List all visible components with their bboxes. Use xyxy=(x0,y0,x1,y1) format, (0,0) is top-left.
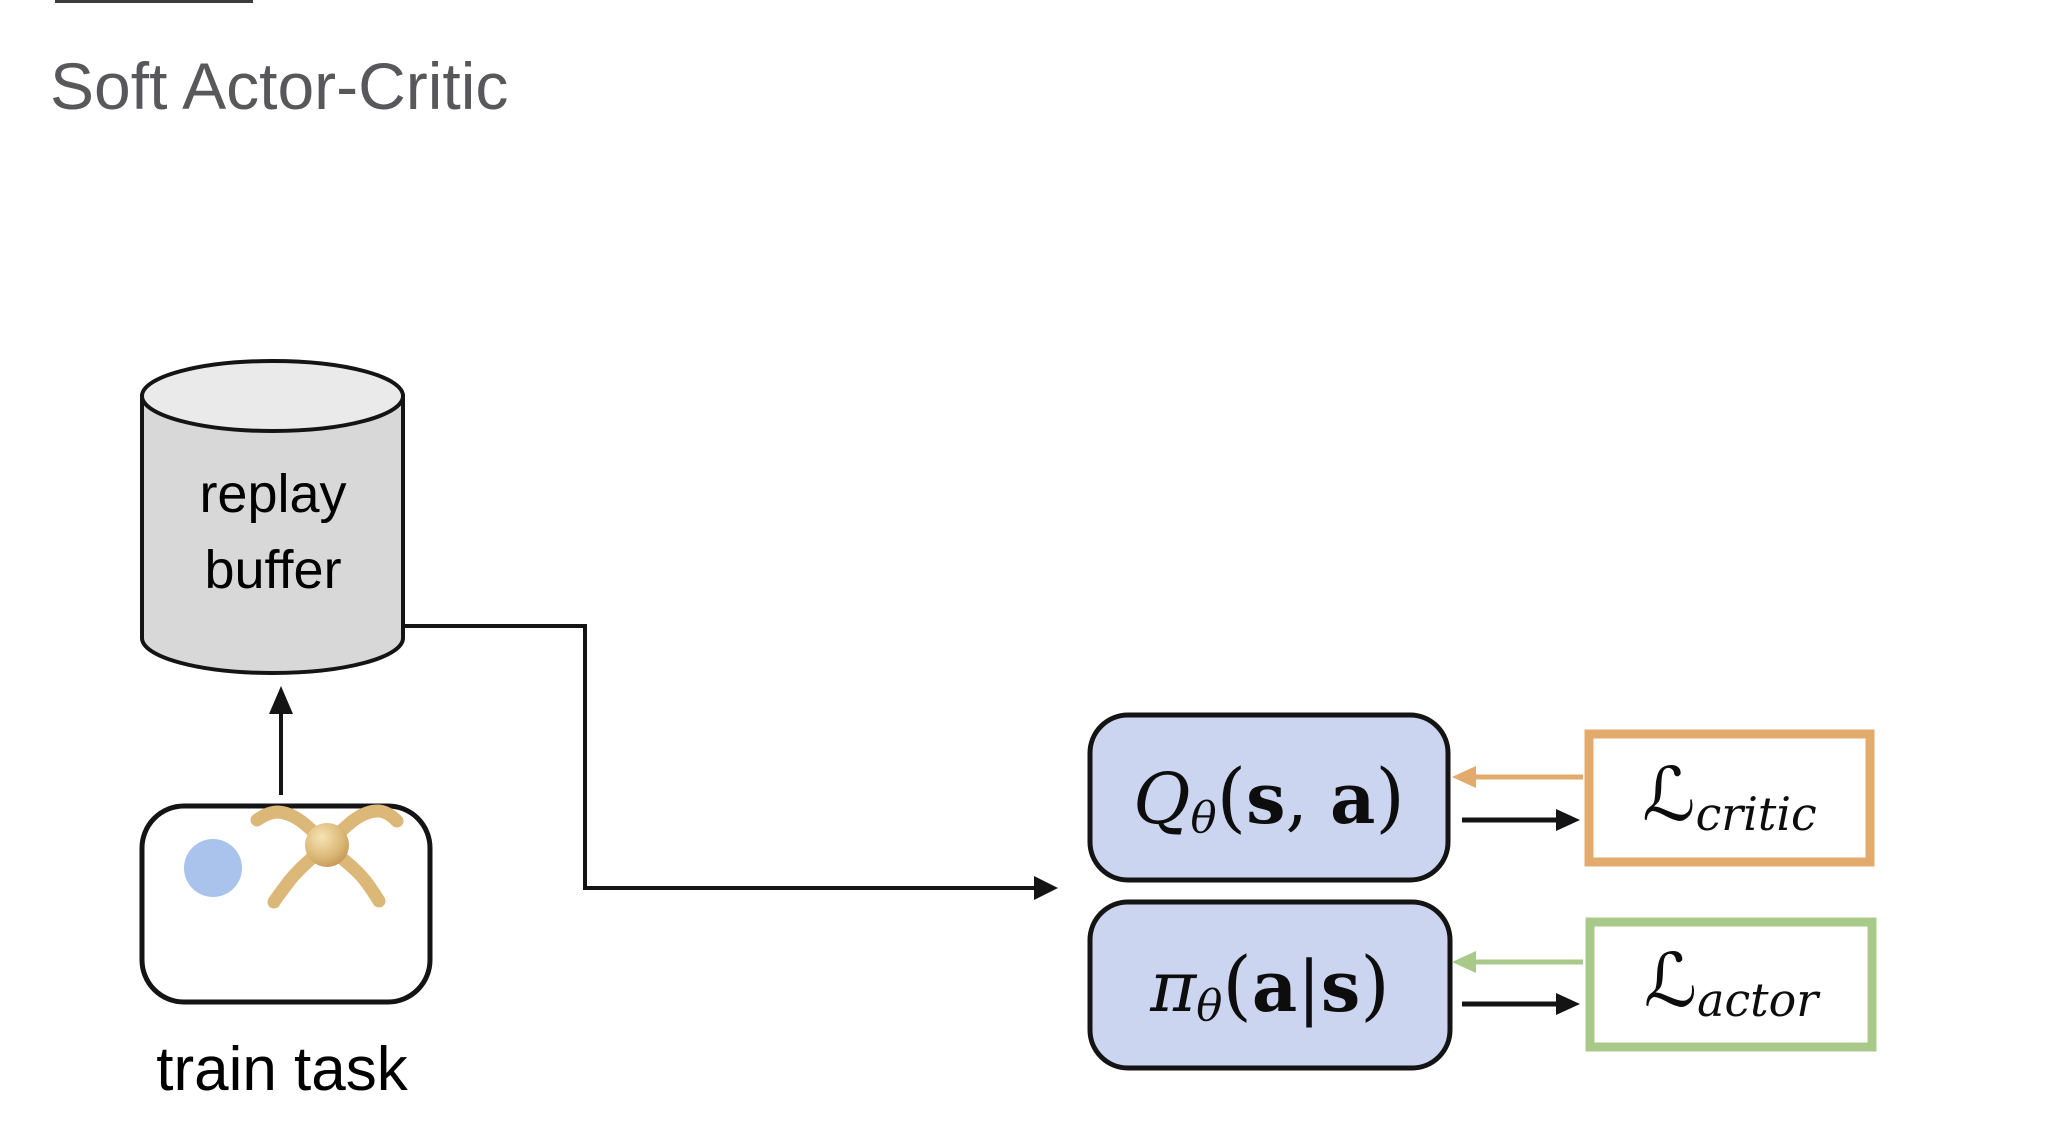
actor-loss-box xyxy=(1585,917,1877,1052)
critic-loss-box xyxy=(1584,729,1875,867)
pi-separator: | xyxy=(1297,946,1321,1028)
buffer-to-models-connector xyxy=(403,624,1058,900)
env-to-buffer-arrow xyxy=(269,686,293,795)
ant-robot-icon xyxy=(250,804,404,909)
pi-close-paren: ) xyxy=(1360,941,1390,1029)
ant-leg-upper-left xyxy=(250,805,331,849)
replay-buffer-label: replay buffer xyxy=(142,456,404,608)
actor-gradient-arrowhead xyxy=(1452,951,1476,973)
actor-loss-subscript: actor xyxy=(1697,973,1819,1028)
ant-body xyxy=(305,823,349,867)
critic-loss-subscript: critic xyxy=(1695,787,1817,842)
pi-arg-state: s xyxy=(1320,945,1361,1028)
q-arg-state: s xyxy=(1246,757,1286,840)
connector-line xyxy=(403,624,1034,890)
connector-arrowhead xyxy=(1034,876,1058,900)
ant-leg-lower-left xyxy=(267,844,327,909)
critic-q-box xyxy=(1087,712,1451,883)
critic-forward-arrowhead xyxy=(1556,809,1580,831)
q-subscript: θ xyxy=(1190,793,1217,844)
actor-pi-formula: πθ(a|s) xyxy=(1090,902,1450,1068)
blue-ball-icon xyxy=(184,839,242,897)
critic-gradient-arrow xyxy=(1452,766,1583,788)
q-separator: , xyxy=(1285,758,1331,840)
env-arrowhead xyxy=(269,686,293,714)
q-symbol: Q xyxy=(1133,758,1191,840)
actor-forward-arrowhead xyxy=(1556,993,1580,1015)
actor-loss-label: ℒactor xyxy=(1590,922,1872,1047)
cylinder-top xyxy=(140,359,405,433)
ant-leg-lower-right xyxy=(327,845,386,908)
pi-symbol: π xyxy=(1150,946,1197,1028)
replay-buffer-cylinder xyxy=(140,359,405,675)
replay-buffer-label-line1: replay xyxy=(199,464,347,524)
page-title: Soft Actor-Critic xyxy=(50,49,509,123)
critic-loss-symbol: ℒ xyxy=(1642,752,1696,838)
cylinder-body xyxy=(140,394,405,675)
ant-leg-upper-right xyxy=(325,804,404,847)
critic-q-formula: Qθ(s, a) xyxy=(1090,715,1448,880)
actor-pi-box xyxy=(1087,899,1453,1071)
actor-gradient-arrow xyxy=(1452,951,1583,973)
pi-subscript: θ xyxy=(1196,981,1223,1032)
q-arg-action: a xyxy=(1330,757,1376,840)
train-task-label: train task xyxy=(156,1035,408,1104)
pi-arg-action: a xyxy=(1251,945,1298,1028)
critic-forward-arrow xyxy=(1462,809,1580,831)
env-box-frame xyxy=(139,803,433,1005)
q-open-paren: ( xyxy=(1216,753,1247,841)
train-task-box xyxy=(139,803,433,1005)
pi-open-paren: ( xyxy=(1222,941,1252,1029)
top-edge-artifact xyxy=(55,0,253,3)
actor-forward-arrow xyxy=(1462,993,1580,1015)
q-close-paren: ) xyxy=(1375,753,1405,841)
critic-gradient-arrowhead xyxy=(1452,766,1476,788)
critic-loss-label: ℒcritic xyxy=(1589,734,1870,862)
replay-buffer-label-line2: buffer xyxy=(204,540,342,600)
actor-loss-symbol: ℒ xyxy=(1643,938,1698,1024)
